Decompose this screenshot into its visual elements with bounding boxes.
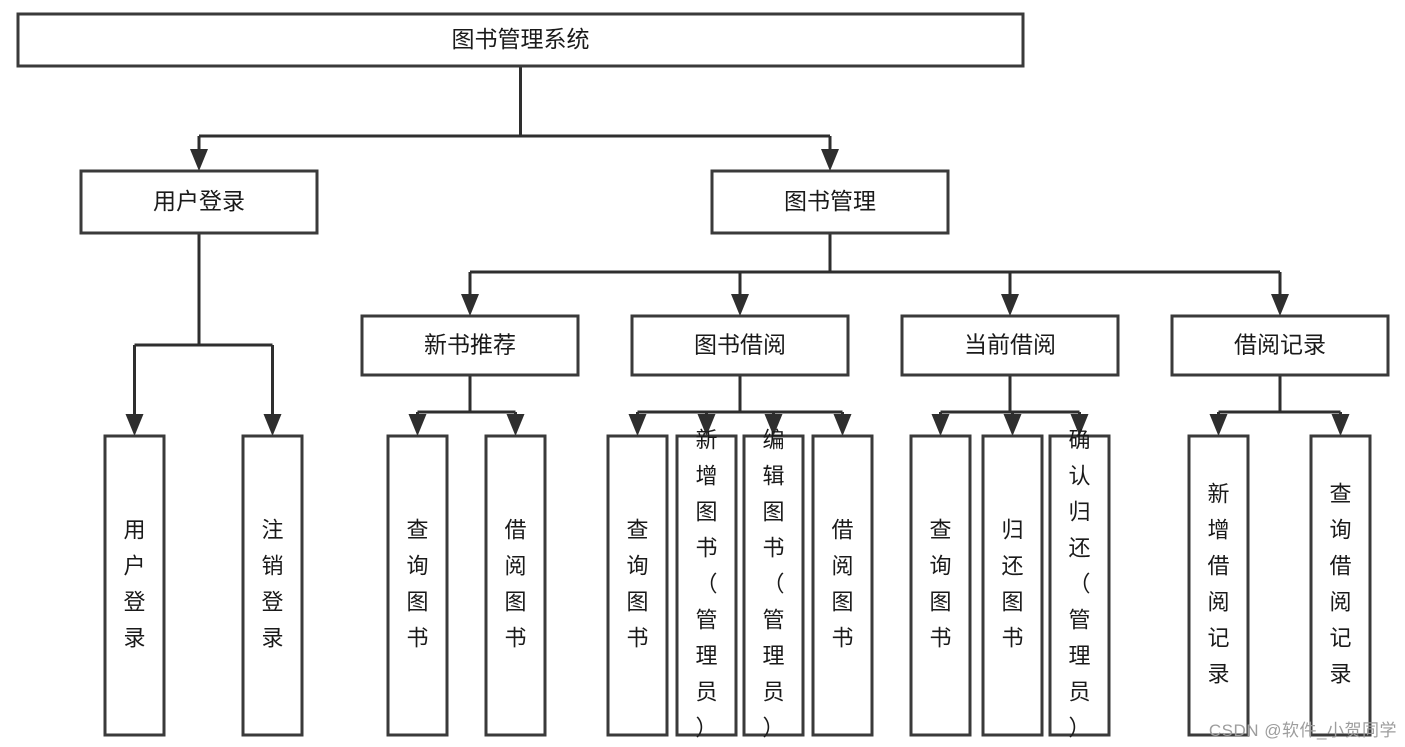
leaf-node-10-box[interactable]	[1048, 434, 1111, 737]
user-login-to-leaves-arrowhead-0	[125, 414, 144, 436]
leaf-node-0-box[interactable]	[103, 434, 166, 737]
leaf-node-2[interactable]: 查询图书	[386, 434, 449, 737]
leaf-node-4-label: 查询图书	[626, 517, 648, 650]
level3-node-0-box[interactable]	[360, 314, 580, 377]
leaf-node-11-label: 新增借阅记录	[1207, 481, 1229, 686]
leaf-node-7[interactable]: 借阅图书	[811, 434, 874, 737]
leaf-node-3-label: 借阅图书	[504, 517, 526, 650]
leaf-node-3-box[interactable]	[484, 434, 547, 737]
level3-1-to-leaves-arrowhead-2	[764, 414, 783, 436]
level3-1-to-leaves-arrowhead-1	[697, 414, 716, 436]
level3-node-2[interactable]: 当前借阅	[900, 314, 1120, 377]
level3-2-to-leaves-arrowhead-0	[931, 414, 950, 436]
level2-node-1[interactable]: 图书管理	[710, 169, 950, 235]
level3-node-3-label: 借阅记录	[1234, 332, 1326, 358]
leaf-node-9[interactable]: 归还图书	[981, 434, 1044, 737]
root-node-book-management-system[interactable]: 图书管理系统	[16, 12, 1025, 68]
level3-node-0[interactable]: 新书推荐	[360, 314, 580, 377]
leaf-node-11[interactable]: 新增借阅记录	[1187, 434, 1250, 737]
level3-node-1[interactable]: 图书借阅	[630, 314, 850, 377]
level3-node-2-label: 当前借阅	[964, 332, 1056, 358]
leaf-node-3[interactable]: 借阅图书	[484, 434, 547, 737]
level3-node-1-box[interactable]	[630, 314, 850, 377]
level2-node-1-box[interactable]	[710, 169, 950, 235]
level3-2-to-leaves-arrowhead-1	[1003, 414, 1022, 436]
level2-node-1-label: 图书管理	[784, 188, 876, 214]
level3-0-to-leaves-arrowhead-0	[408, 414, 427, 436]
root-node-book-management-system-box[interactable]	[16, 12, 1025, 68]
root-to-level2-arrowhead-1	[821, 149, 839, 171]
leaf-node-10[interactable]: 确认归还（管理员）	[1048, 427, 1111, 740]
leaf-node-4[interactable]: 查询图书	[606, 434, 669, 737]
leaf-node-1-box[interactable]	[241, 434, 304, 737]
book-mgmt-to-level3-arrowhead-0	[461, 294, 479, 316]
leaf-node-0-label: 用户登录	[123, 517, 145, 650]
leaf-node-10-label: 确认归还（管理员）	[1068, 427, 1090, 740]
level3-3-to-leaves-arrowhead-1	[1331, 414, 1350, 436]
level3-node-3-box[interactable]	[1170, 314, 1390, 377]
leaf-node-6[interactable]: 编辑图书（管理员）	[742, 427, 805, 740]
leaf-node-9-label: 归还图书	[1001, 517, 1023, 650]
leaf-node-9-box[interactable]	[981, 434, 1044, 737]
level3-node-1-label: 图书借阅	[694, 332, 786, 358]
level2-node-0-label: 用户登录	[153, 188, 245, 214]
leaf-node-12[interactable]: 查询借阅记录	[1309, 434, 1372, 737]
leaf-node-5-box[interactable]	[675, 434, 738, 737]
node-layer: 图书管理系统用户登录图书管理新书推荐图书借阅当前借阅借阅记录用户登录注销登录查询…	[16, 12, 1390, 740]
leaf-node-2-label: 查询图书	[406, 517, 428, 650]
leaf-node-1[interactable]: 注销登录	[241, 434, 304, 737]
level3-0-to-leaves-arrowhead-1	[506, 414, 525, 436]
user-login-to-leaves-arrowhead-1	[263, 414, 282, 436]
book-mgmt-to-level3-arrowhead-1	[731, 294, 749, 316]
level3-2-to-leaves-arrowhead-2	[1070, 414, 1089, 436]
level2-node-0-box[interactable]	[79, 169, 319, 235]
level3-node-0-label: 新书推荐	[424, 332, 516, 358]
root-to-level2-arrowhead-0	[190, 149, 208, 171]
leaf-node-6-box[interactable]	[742, 434, 805, 737]
leaf-node-7-box[interactable]	[811, 434, 874, 737]
level3-node-3[interactable]: 借阅记录	[1170, 314, 1390, 377]
leaf-node-8[interactable]: 查询图书	[909, 434, 972, 737]
leaf-node-7-label: 借阅图书	[831, 517, 853, 650]
leaf-node-0[interactable]: 用户登录	[103, 434, 166, 737]
book-mgmt-to-level3-arrowhead-2	[1001, 294, 1019, 316]
leaf-node-12-label: 查询借阅记录	[1329, 481, 1351, 686]
leaf-node-2-box[interactable]	[386, 434, 449, 737]
leaf-node-11-box[interactable]	[1187, 434, 1250, 737]
leaf-node-6-label: 编辑图书（管理员）	[762, 427, 784, 740]
connector-layer	[125, 66, 1350, 436]
book-mgmt-to-level3-arrowhead-3	[1271, 294, 1289, 316]
leaf-node-8-box[interactable]	[909, 434, 972, 737]
leaf-node-4-box[interactable]	[606, 434, 669, 737]
leaf-node-5-label: 新增图书（管理员）	[695, 427, 717, 740]
root-node-book-management-system-label: 图书管理系统	[452, 26, 590, 52]
leaf-node-12-box[interactable]	[1309, 434, 1372, 737]
leaf-node-1-label: 注销登录	[261, 517, 283, 650]
level2-node-0[interactable]: 用户登录	[79, 169, 319, 235]
level3-node-2-box[interactable]	[900, 314, 1120, 377]
level3-3-to-leaves-arrowhead-0	[1209, 414, 1228, 436]
level3-1-to-leaves-arrowhead-3	[833, 414, 852, 436]
level3-1-to-leaves-arrowhead-0	[628, 414, 647, 436]
leaf-node-8-label: 查询图书	[929, 517, 951, 650]
leaf-node-5[interactable]: 新增图书（管理员）	[675, 427, 738, 740]
